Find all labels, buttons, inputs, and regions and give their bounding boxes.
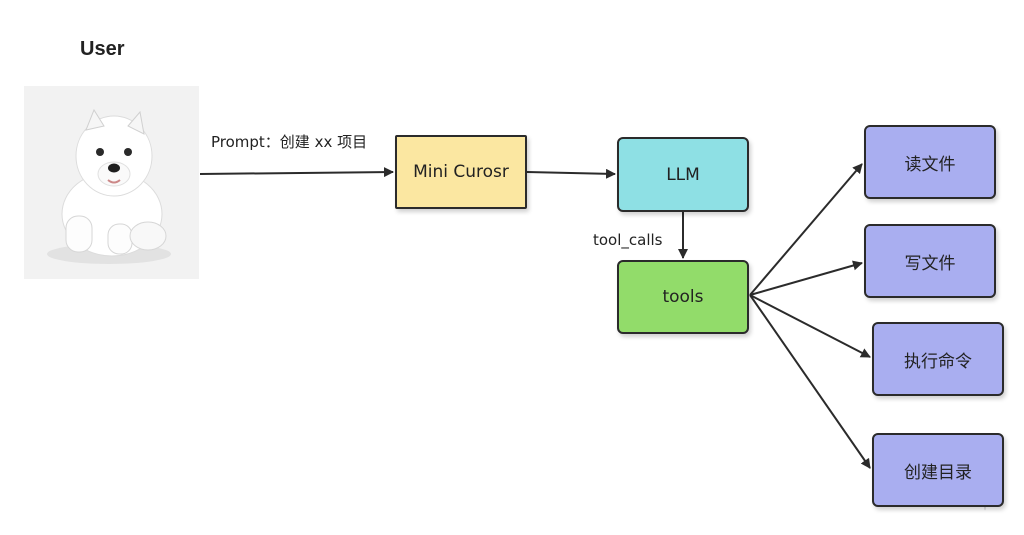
arrow-tools-to-write-file xyxy=(749,260,863,296)
arrow-user-to-mini-cursor xyxy=(199,167,394,178)
user-title: User xyxy=(80,38,125,60)
user-puppy-image xyxy=(24,86,199,279)
tool-calls-edge-label: tool_calls xyxy=(593,231,663,249)
puppy-icon xyxy=(47,108,171,264)
run-command-node: 执行命令 xyxy=(872,322,1004,396)
read-file-node: 读文件 xyxy=(864,125,996,199)
arrow-mini-cursor-to-llm xyxy=(526,168,616,179)
write-file-node: 写文件 xyxy=(864,224,996,298)
create-directory-node: 创建目录 xyxy=(872,433,1004,507)
arrow-tools-to-read-file xyxy=(749,163,863,296)
mini-cursor-node: Mini Curosr xyxy=(395,135,527,209)
tools-node: tools xyxy=(617,260,749,334)
prompt-edge-label: Prompt：创建 xx 项目 xyxy=(211,133,368,151)
llm-node: LLM xyxy=(617,137,749,212)
arrow-tools-to-create-dir xyxy=(749,294,871,469)
arrow-tools-to-run-command xyxy=(749,294,871,358)
